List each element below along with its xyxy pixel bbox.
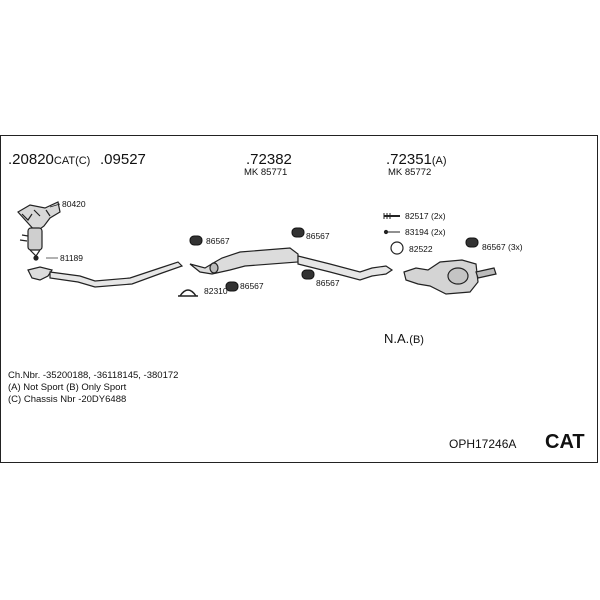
- rubber-mount-icon: [189, 227, 479, 292]
- catalyst-badge: CAT: [545, 431, 585, 453]
- callout-80420: 80420: [62, 199, 86, 209]
- part-number-front-pipe: .09527: [100, 151, 146, 168]
- not-available-note: N.A.(B): [384, 331, 424, 346]
- chassis-number-note: Ch.Nbr. -35200188, -36118145, -380172: [8, 370, 179, 381]
- sport-note: (A) Not Sport (B) Only Sport: [8, 382, 127, 393]
- middle-silencer: [189, 247, 394, 281]
- callout-82310: 82310: [204, 286, 228, 296]
- callout-82522: 82522: [409, 244, 433, 254]
- part-number-catalyst: .20820CAT(C): [8, 151, 91, 168]
- callout-86567-rear: 86567 (3x): [482, 242, 523, 252]
- callout-86567-left: 86567: [206, 236, 230, 246]
- diagram-frame: [0, 135, 598, 463]
- callout-86567-lower: 86567: [240, 281, 264, 291]
- callout-83194: 83194 (2x): [405, 227, 446, 237]
- callout-82517: 82517 (2x): [405, 211, 446, 221]
- kit-code: OPH17246A: [449, 437, 517, 451]
- callout-86567-middle: 86567: [306, 231, 330, 241]
- callout-81189: 81189: [60, 253, 84, 263]
- part-number-middle-silencer: .72382: [246, 151, 292, 168]
- leader-lines: [46, 203, 61, 259]
- mounting-kit-middle: MK 85771: [244, 167, 288, 178]
- part-number-rear-silencer: .72351(A): [386, 151, 447, 168]
- clamp-icon: [178, 289, 198, 297]
- front-pipe: [27, 261, 184, 288]
- bolt-icon: [383, 213, 400, 235]
- rear-silencer: [403, 259, 497, 295]
- chassis-note: (C) Chassis Nbr -20DY6488: [8, 394, 127, 405]
- manifold-catalyst: [17, 201, 61, 261]
- gasket-ring-icon: [390, 241, 404, 255]
- mounting-kit-rear: MK 85772: [388, 167, 432, 178]
- callout-86567-right: 86567: [316, 278, 340, 288]
